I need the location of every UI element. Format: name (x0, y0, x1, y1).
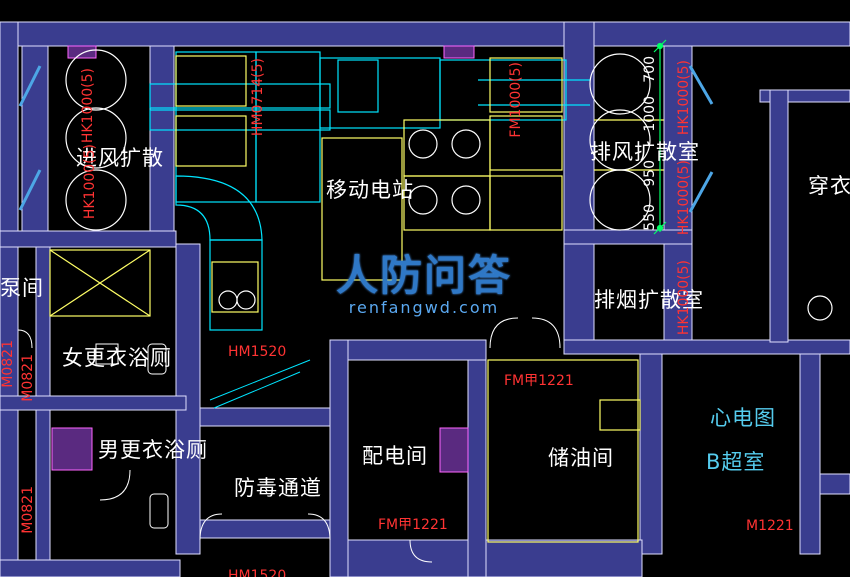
room-label-b-ultrasound: B超室 (706, 450, 766, 474)
dimension-550: 550 (642, 204, 658, 231)
room-label-oil-storage: 储油间 (548, 446, 614, 470)
watermark: 人防问答 renfangwd.com (326, 254, 522, 324)
tag-fm1221-b: FM甲1221 (378, 517, 448, 533)
room-label-intake-expansion: 进风扩散 (76, 146, 164, 170)
tag-hm1520: HM1520 (228, 344, 287, 360)
dimension-950: 950 (642, 160, 658, 187)
room-label-distribution: 配电间 (362, 444, 428, 468)
room-label-partial: 泵间 (0, 276, 44, 300)
room-label-decon-passage: 防毒通道 (234, 476, 322, 500)
dimension-line (653, 39, 667, 235)
tag-hk1000-b: HK1000(5) (82, 144, 98, 220)
room-label-male-shower: 男更衣浴厕 (98, 438, 208, 462)
dimension-1000: 1000 (642, 96, 658, 132)
tag-m0821-c: M0821 (20, 486, 36, 534)
room-label-mobile-power: 移动电站 (326, 178, 414, 202)
pipe-lines (209, 359, 311, 409)
room-label-female-shower: 女更衣浴厕 (62, 346, 172, 370)
ducts (149, 51, 590, 331)
tag-m0821-a: M0821 (0, 340, 16, 388)
sanitary-fixtures (95, 343, 169, 529)
door-swings (17, 317, 561, 563)
dimension-700: 700 (642, 56, 658, 83)
walls (0, 21, 850, 577)
tag-m1221: M1221 (746, 518, 794, 534)
room-label-exhaust-expansion: 排风扩散室 (590, 140, 700, 164)
tag-hm1520-partial: HM1520 (228, 568, 287, 577)
tag-hk1000-a: HK1000(5) (80, 68, 96, 144)
tag-hk1000-right: HK1000(5) (676, 60, 692, 136)
blast-door-marks (51, 45, 475, 473)
equipment (49, 55, 664, 543)
tag-hk1000-right-2: HK1000(5) (676, 160, 692, 236)
tag-fm1000: FM1000(5) (508, 62, 524, 138)
room-label-dressing: 穿衣 (808, 174, 850, 198)
fans (65, 49, 833, 321)
watermark-chinese: 人防问答 (335, 251, 512, 300)
tag-fm1221-a: FM甲1221 (504, 373, 574, 389)
room-label-smoke-expansion: 排烟扩散室 (594, 288, 704, 312)
room-label-ecg: 心电图 (710, 406, 776, 430)
watermark-url: renfangwd.com (348, 298, 500, 317)
diffuser-louvers (18, 65, 714, 213)
tag-hm0714: HM0714(5) (250, 58, 266, 137)
tag-m0821-b: M0821 (20, 354, 36, 402)
tag-hk1000-right-3: HK1000(5) (676, 260, 692, 336)
